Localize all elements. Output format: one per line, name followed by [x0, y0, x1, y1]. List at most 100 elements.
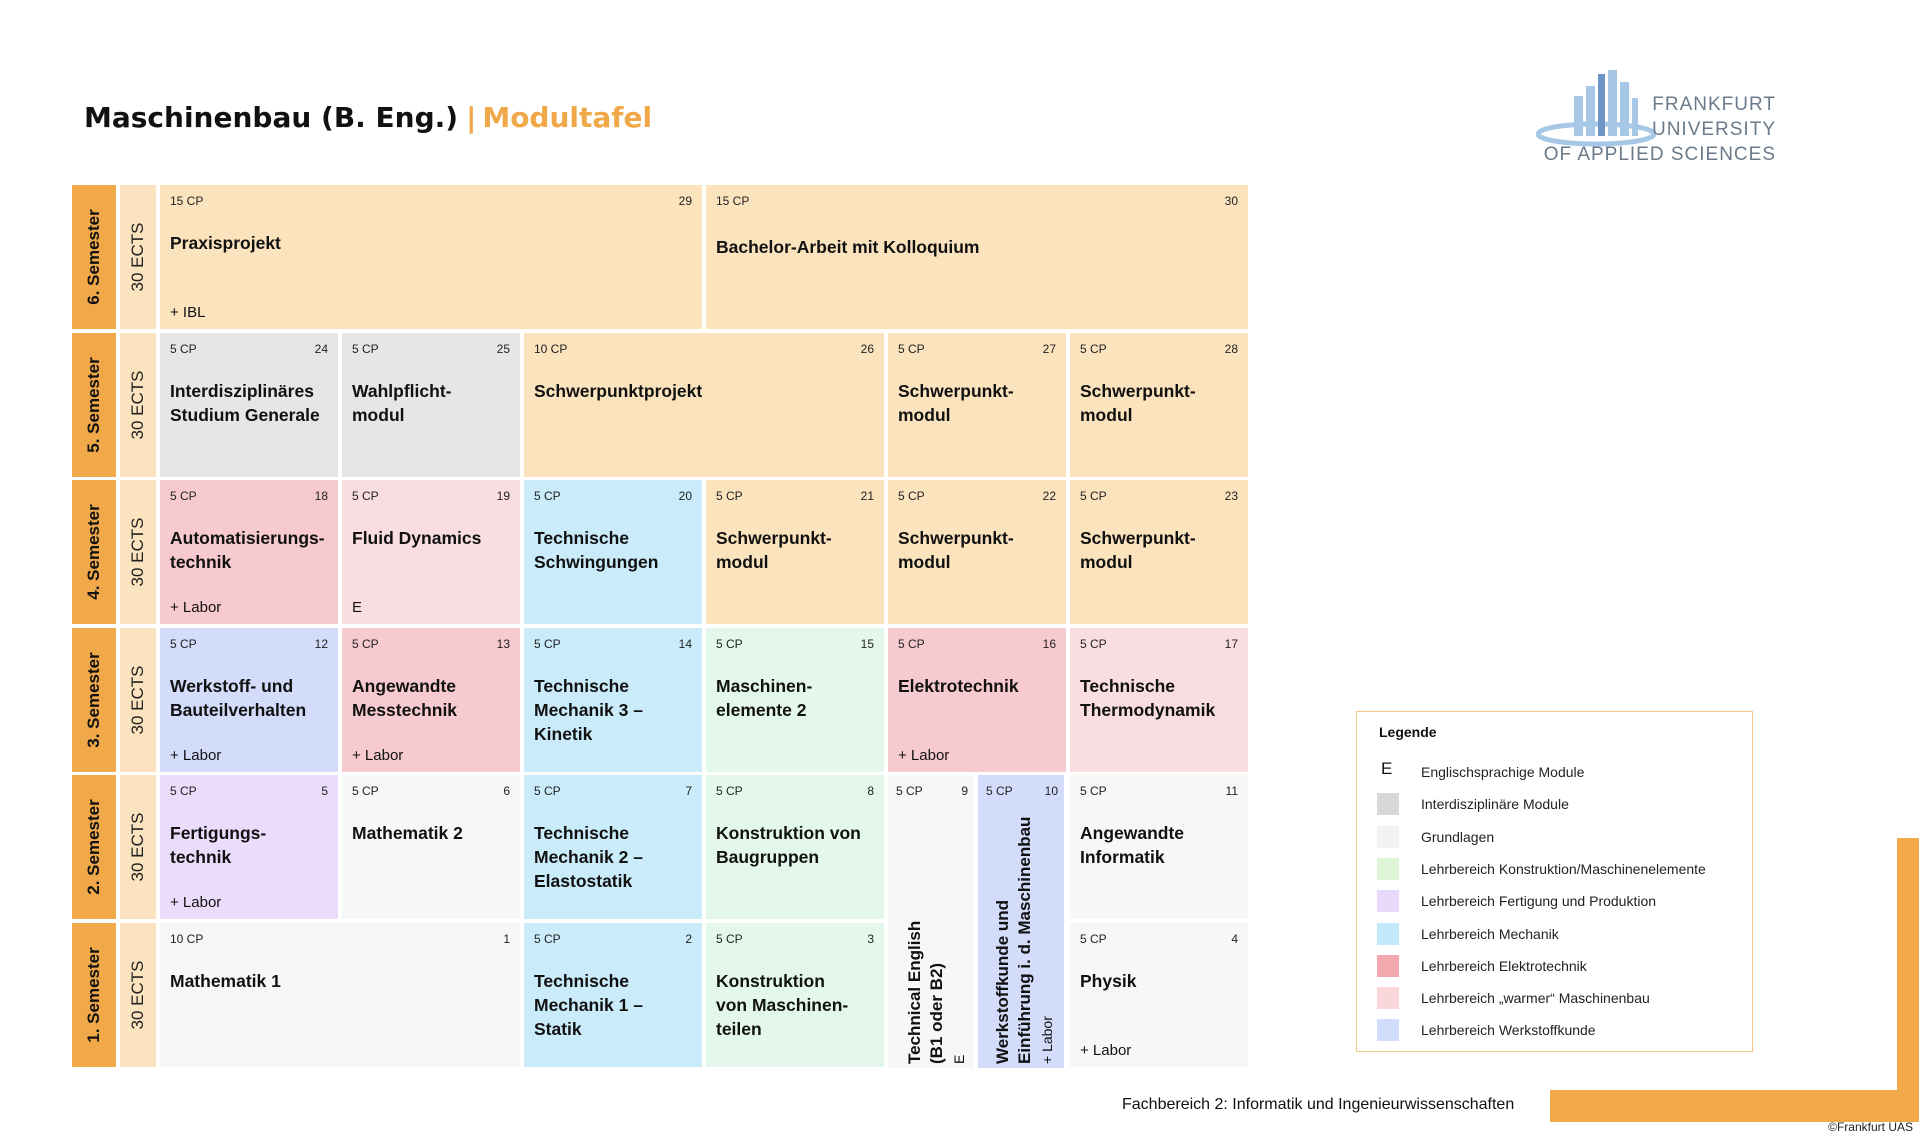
- legend-label: Englischsprachige Module: [1421, 764, 1585, 780]
- copyright: ©Frankfurt UAS: [1828, 1120, 1913, 1134]
- semester-label: 3. Semester: [72, 628, 116, 772]
- title-subtitle: Modultafel: [482, 101, 653, 134]
- legend-swatch: [1377, 890, 1399, 913]
- ects-label-text: 30 ECTS: [128, 222, 147, 292]
- module-credits: 5 CP: [170, 342, 197, 356]
- module-credits: 5 CP: [352, 784, 379, 798]
- ects-label-text: 30 ECTS: [128, 960, 147, 1030]
- legend-label: Lehrbereich Konstruktion/Maschinenelemen…: [1421, 860, 1706, 877]
- module-note: + IBL: [170, 304, 206, 321]
- module-note: E: [352, 599, 363, 616]
- module-note: + Labor: [1080, 1042, 1132, 1059]
- semester-label: 4. Semester: [72, 480, 116, 624]
- page-title: Maschinenbau (B. Eng.)|Modultafel: [84, 101, 652, 134]
- side-accent-bar: [1897, 838, 1919, 1122]
- module-number: 11: [1225, 784, 1238, 798]
- semester-label: 1. Semester: [72, 923, 116, 1067]
- module-name: Technische Mechanik 3 – Kinetik: [534, 676, 643, 744]
- legend-item: Lehrbereich Mechanik: [1377, 921, 1747, 945]
- module-note: + Labor: [898, 747, 950, 764]
- legend-label: Interdisziplinäre Module: [1421, 796, 1569, 813]
- footer-faculty: Fachbereich 2: Informatik und Ingenieurw…: [1122, 1096, 1515, 1113]
- title-main: Maschinenbau (B. Eng.): [84, 101, 459, 134]
- legend-item: Interdisziplinäre Module: [1377, 791, 1747, 816]
- module-number: 14: [678, 637, 692, 651]
- module-number: 21: [860, 489, 874, 503]
- ects-label: 30 ECTS: [120, 185, 156, 329]
- module-name: Konstruktion von Maschinen- teilen: [716, 971, 849, 1039]
- legend-item: Lehrbereich Fertigung und Produktion: [1377, 888, 1747, 913]
- module-credits: 5 CP: [1080, 489, 1107, 503]
- legend-swatch: [1377, 793, 1399, 816]
- module-name: Schwerpunkt- modul: [1080, 528, 1196, 572]
- module-name: Fluid Dynamics: [352, 528, 482, 548]
- module-credits: 10 CP: [534, 342, 568, 356]
- module-credits: 10 CP: [170, 932, 204, 946]
- module-number: 27: [1042, 342, 1056, 356]
- legend-item: Lehrbereich „warmer“ Maschinenbau: [1377, 985, 1747, 1010]
- module-name: Maschinen- elemente 2: [716, 676, 813, 720]
- module-credits: 5 CP: [1080, 342, 1107, 356]
- module-number: 24: [314, 342, 328, 356]
- module-name: Mathematik 2: [352, 823, 463, 843]
- semester-label: 2. Semester: [72, 775, 116, 919]
- module-name: Bachelor-Arbeit mit Kolloquium: [716, 237, 980, 257]
- module-name-line-1: Werkstoffkunde und: [993, 899, 1012, 1064]
- module-credits: 5 CP: [352, 637, 379, 651]
- logo-line-2: UNIVERSITY: [1651, 119, 1776, 140]
- module-name: Technische Mechanik 2 – Elastostatik: [534, 823, 643, 891]
- module-name: Praxisprojekt: [170, 233, 281, 253]
- module-number: 9: [961, 784, 968, 798]
- module-number: 3: [867, 932, 874, 946]
- module-number: 13: [496, 637, 510, 651]
- module-number: 8: [867, 784, 874, 798]
- module-name: Fertigungs- technik: [170, 823, 267, 867]
- module-credits: 5 CP: [898, 637, 925, 651]
- semester-label: 6. Semester: [72, 185, 116, 329]
- module-number: 6: [503, 784, 510, 798]
- semester-label-text: 3. Semester: [84, 652, 103, 748]
- legend-swatch: [1377, 825, 1399, 848]
- ects-label-text: 30 ECTS: [128, 370, 147, 440]
- logo-line-1: FRANKFURT: [1652, 94, 1776, 115]
- module-name: Werkstoff- und Bauteilverhalten: [170, 676, 307, 720]
- module-number: 7: [685, 784, 692, 798]
- module-number: 17: [1224, 637, 1238, 651]
- module-credits: 5 CP: [534, 932, 561, 946]
- module-credits: 5 CP: [896, 784, 923, 798]
- legend-title: Legende: [1379, 724, 1437, 740]
